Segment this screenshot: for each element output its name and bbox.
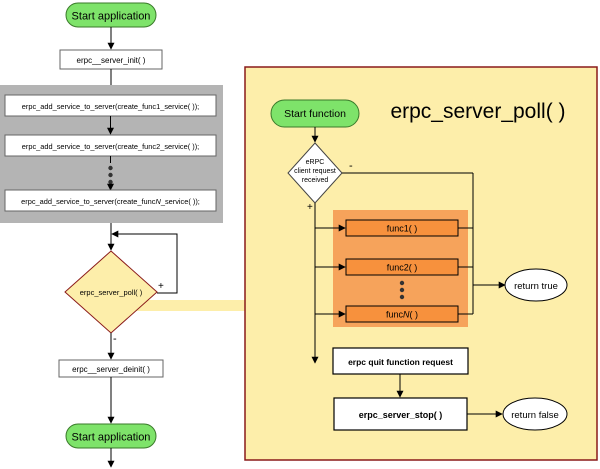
ellipsis-dot <box>399 287 405 293</box>
server-poll-decision: erpc_server_poll( ) <box>64 250 158 334</box>
funcN-box: funcN( ) <box>345 305 459 323</box>
decision-line-1: eRPC <box>306 159 325 166</box>
left-flow: Start application erpc__server_init( ) e… <box>0 2 245 468</box>
funcN-label: funcN( ) <box>386 310 418 320</box>
server-deinit-box: erpc__server_deinit( ) <box>58 359 164 378</box>
ellipsis-dot <box>108 179 113 185</box>
zoom-connector-band <box>130 300 245 311</box>
client-request-decision: eRPC client request received <box>287 142 343 204</box>
return-false-label: return false <box>511 410 559 421</box>
add-service-2-label: erpc_add_service_to_server(create_func2_… <box>22 142 199 151</box>
end-application-terminal: Start application <box>65 423 157 449</box>
add-services-block: erpc_add_service_to_server(create_func1_… <box>0 85 223 223</box>
func1-label: func1( ) <box>387 224 418 234</box>
detail-panel: erpc_server_poll( ) Start function eRPC … <box>244 66 598 461</box>
ellipsis-dot <box>108 165 113 171</box>
func1-box: func1( ) <box>345 219 459 237</box>
server-init-box: erpc__server_init( ) <box>59 49 163 70</box>
return-true-label: return true <box>514 281 558 292</box>
return-false-terminal: return false <box>502 397 568 431</box>
start-application-terminal: Start application <box>65 2 157 28</box>
start-function-terminal: Start function <box>270 99 360 128</box>
poll-loop-arrow <box>111 230 178 294</box>
add-service-n-label: erpc_add_service_to_server(create_funcN_… <box>21 197 200 206</box>
poll-minus-label: - <box>113 333 117 345</box>
ellipsis-dot <box>399 280 405 286</box>
func2-box: func2( ) <box>345 258 459 276</box>
server-stop-box: erpc_server_stop( ) <box>333 397 468 431</box>
add-service-1-label: erpc_add_service_to_server(create_func1_… <box>22 102 199 111</box>
start-function-label: Start function <box>284 108 346 120</box>
panel-title: erpc_server_poll( ) <box>390 100 565 123</box>
server-init-label: erpc__server_init( ) <box>77 56 146 65</box>
quit-request-label: erpc quit function request <box>348 357 453 367</box>
decision-minus-label: - <box>349 160 353 172</box>
quit-request-box: erpc quit function request <box>332 347 469 375</box>
ellipsis-dot <box>399 294 405 300</box>
server-deinit-label: erpc__server_deinit( ) <box>72 365 150 374</box>
server-stop-label: erpc_server_stop( ) <box>359 410 443 420</box>
decision-plus-label: + <box>307 202 313 213</box>
server-poll-label: erpc_server_poll( ) <box>80 288 143 297</box>
end-application-label: Start application <box>72 432 151 444</box>
func2-label: func2( ) <box>387 263 418 273</box>
return-true-terminal: return true <box>504 268 568 302</box>
decision-line-3: received <box>302 177 329 184</box>
start-application-label: Start application <box>72 11 151 23</box>
decision-line-2: client request <box>294 168 336 175</box>
poll-plus-label: + <box>158 281 164 292</box>
add-service-n-box <box>4 189 217 212</box>
ellipsis-dot <box>108 172 113 178</box>
